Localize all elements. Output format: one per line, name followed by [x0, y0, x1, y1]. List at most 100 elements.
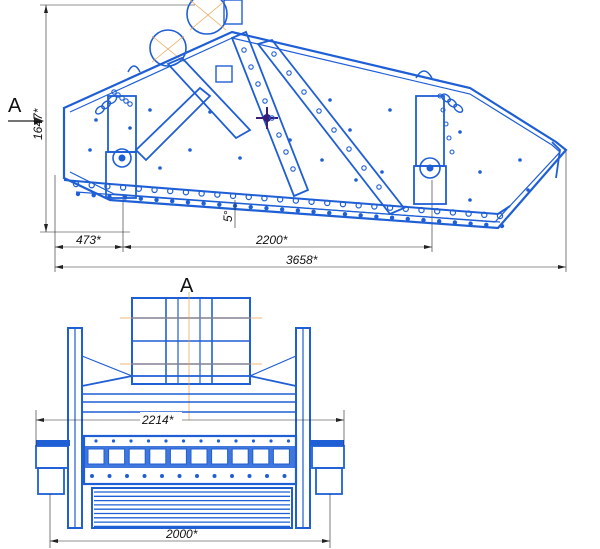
- bolt-hole: [276, 132, 282, 138]
- bolt-hole: [88, 181, 95, 189]
- bolt-hole: [255, 81, 261, 87]
- nameplate: [215, 65, 233, 83]
- lifting-lug: [127, 65, 141, 73]
- bolt-hole: [154, 197, 159, 203]
- view-label: A: [180, 275, 194, 297]
- arrowhead: [55, 265, 63, 269]
- bolt-hole: [164, 439, 168, 443]
- bolt-hole: [339, 200, 347, 208]
- diagonal-beam: [166, 56, 252, 140]
- bolt-hole: [449, 149, 455, 155]
- bolt-hole: [308, 198, 315, 205]
- bolt-hole: [212, 474, 217, 478]
- bolt-hole: [75, 191, 81, 197]
- bolt-hole: [286, 70, 292, 76]
- bolt-hole: [320, 158, 324, 162]
- bolt-hole: [94, 118, 98, 122]
- bolt-hole: [499, 223, 505, 229]
- bolt-hole: [449, 209, 457, 216]
- bolt-hole: [94, 439, 98, 443]
- bolt-hole: [111, 439, 116, 443]
- bolt-hole: [245, 193, 252, 201]
- bolt-hole: [376, 184, 382, 190]
- bolt-hole: [328, 98, 332, 102]
- front-width-upper-label: 2214*: [141, 413, 174, 427]
- bolt-hole: [358, 213, 363, 218]
- arrowhead: [424, 245, 432, 249]
- bolt-hole: [230, 474, 234, 478]
- bolt-hole: [292, 197, 300, 204]
- bolt-hole: [279, 207, 285, 212]
- bolt-hole: [269, 115, 275, 121]
- bolt-hole: [90, 474, 94, 478]
- bolt-hole: [251, 439, 256, 443]
- bolt-hole: [238, 156, 242, 160]
- bolt-hole: [443, 121, 449, 127]
- bolt-hole: [374, 214, 379, 219]
- bolt-hole: [167, 187, 174, 195]
- bolt-hole: [160, 474, 164, 478]
- bolt-hole: [346, 146, 352, 152]
- bolt-hole: [433, 208, 441, 215]
- bolt-hole: [468, 221, 473, 226]
- bolt-hole: [446, 135, 452, 141]
- spring-icon: [95, 95, 118, 115]
- bolt-hole: [402, 205, 409, 213]
- bolt-hole: [468, 198, 472, 202]
- side-view: A: [8, 0, 568, 272]
- arrow-right-icon: [8, 117, 44, 125]
- deck-cell: [169, 448, 187, 465]
- bolt-hole: [301, 89, 307, 95]
- front-width-lower-label: 2000*: [165, 527, 198, 541]
- bolt-hole: [465, 210, 472, 217]
- bolt-hole: [151, 186, 158, 194]
- bolt-hole: [88, 148, 92, 152]
- motor-lower: [149, 29, 187, 67]
- arrowhead: [44, 224, 48, 232]
- bolt-hole: [316, 108, 322, 114]
- bolt-hole: [188, 148, 192, 152]
- bolt-hole: [128, 126, 132, 130]
- bolt-hole: [158, 166, 162, 170]
- bolt-hole: [265, 474, 269, 478]
- bolt-hole: [295, 208, 301, 213]
- spring-mount-right: [310, 440, 345, 495]
- bolt-hole: [436, 219, 442, 224]
- bolt-hole: [484, 222, 489, 228]
- bolt-hole: [264, 206, 269, 211]
- bolt-hole: [216, 439, 221, 443]
- deck-cell: [252, 448, 270, 465]
- bolt-hole: [440, 107, 446, 113]
- bolt-hole: [148, 108, 152, 112]
- bolt-hole: [199, 439, 203, 443]
- bolt-hole: [388, 108, 392, 112]
- bolt-hole: [288, 138, 292, 142]
- spring-support-right: [413, 95, 447, 205]
- span-dim-label: 2200*: [255, 233, 288, 247]
- bolt-hole: [386, 204, 394, 211]
- bolt-hole: [146, 439, 151, 443]
- bolt-hole: [104, 183, 111, 190]
- bolt-hole: [135, 185, 143, 192]
- bolt-hole: [181, 439, 186, 443]
- bolt-hole: [518, 158, 522, 162]
- diagonal-beam: [256, 38, 406, 216]
- deck-cells: [87, 439, 291, 478]
- bolt-hole: [107, 194, 112, 199]
- bolt-hole: [458, 130, 462, 134]
- bolt-hole: [119, 184, 127, 191]
- arrowhead: [55, 245, 63, 249]
- bolt-hole: [526, 188, 530, 192]
- bolt-hole: [478, 170, 482, 174]
- bolt-hole: [72, 180, 80, 188]
- bolt-hole: [380, 170, 384, 174]
- bolt-hole: [248, 64, 254, 70]
- angle-label: 5°: [221, 210, 235, 222]
- bolt-hole: [276, 196, 284, 203]
- bolt-hole: [195, 474, 199, 478]
- bolt-hole: [342, 211, 348, 217]
- bolt-hole: [286, 439, 291, 443]
- diagonal-beam: [134, 86, 212, 162]
- deck-cell: [128, 448, 146, 465]
